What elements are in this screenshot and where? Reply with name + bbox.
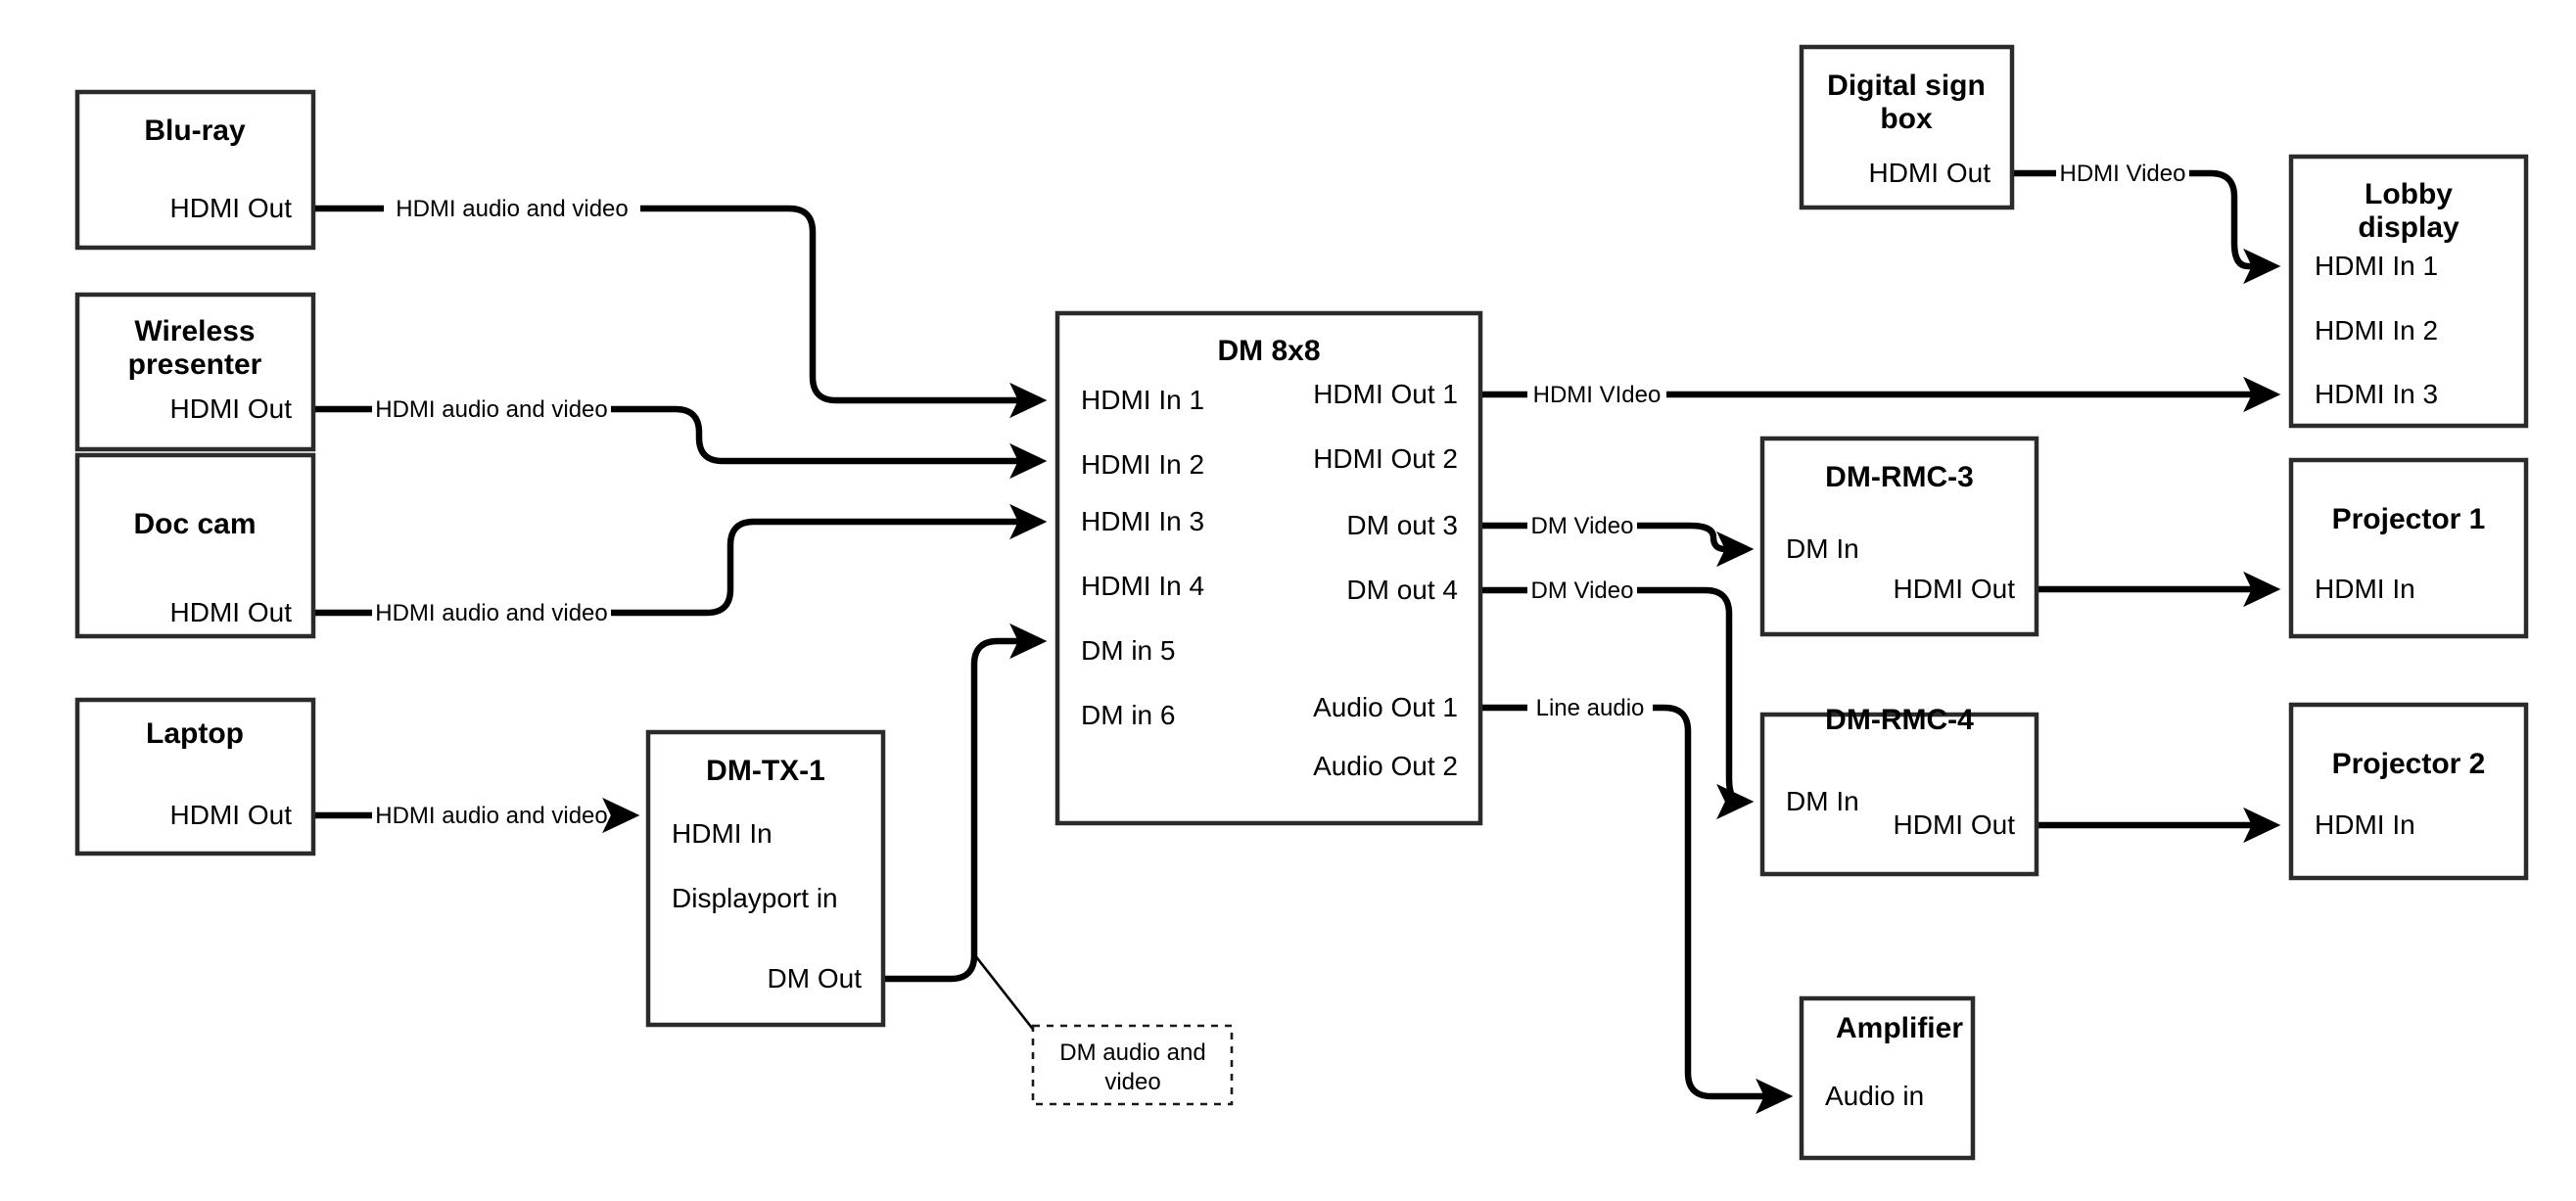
link-label-dmout3-to-rmc3: DM Video — [1531, 513, 1634, 539]
callout-text-line2: video — [1104, 1069, 1160, 1095]
wire-dm8x8-out3-to-rmc3-b — [1637, 522, 1755, 568]
node-digital-sign-box-box[interactable] — [1799, 44, 2015, 210]
node-dm-8x8-output-hdmi-out-2: HDMI Out 2 — [1313, 443, 1458, 474]
node-dm-rmc-4-port-hdmi-out: HDMI Out — [1894, 809, 2016, 840]
node-projector-2-box[interactable] — [2288, 702, 2529, 881]
node-dm-tx-1-port-hdmi-in: HDMI In — [672, 818, 773, 849]
wire-signbox-to-lobby-in1-b — [2189, 169, 2281, 285]
node-lobby-display-title-line1: Lobby — [2365, 178, 2453, 210]
node-dm-rmc-3-box[interactable] — [1759, 436, 2039, 637]
callout-box — [1031, 1024, 1234, 1106]
node-lobby-display-box[interactable] — [2288, 154, 2529, 429]
node-dm-rmc-4-port-dm-in: DM In — [1786, 786, 1859, 816]
node-doc-cam-port-hdmi-out: HDMI Out — [170, 597, 293, 627]
node-wireless-presenter-port-hdmi-out: HDMI Out — [170, 393, 293, 424]
callout-text-line1: DM audio and — [1059, 1039, 1205, 1066]
node-wireless-presenter-title-line1: Wireless — [134, 315, 255, 347]
node-dm-rmc-3-port-hdmi-out: HDMI Out — [1894, 574, 2016, 604]
wire-dm8x8-out4-to-rmc4-b — [1637, 586, 1755, 820]
link-label-doccam-to-in3: HDMI audio and video — [375, 600, 607, 626]
node-dm-8x8-input-hdmi-in-3: HDMI In 3 — [1081, 506, 1204, 536]
node-digital-sign-box-title-line2: box — [1880, 103, 1933, 135]
node-amplifier-port-audio-in: Audio in — [1825, 1081, 1924, 1111]
node-lobby-display-port-hdmi-in-2: HDMI In 2 — [2315, 315, 2438, 346]
node-dm-tx-1-title: DM-TX-1 — [706, 755, 825, 787]
node-bluray[interactable]: Blu-ray HDMI Out — [74, 89, 316, 251]
node-doc-cam[interactable]: Doc cam HDMI Out — [74, 452, 316, 639]
node-doc-cam-box[interactable] — [74, 452, 316, 639]
link-label-hdmiout1-to-lobby3: HDMI VIdeo — [1533, 382, 1662, 408]
node-projector-1-box[interactable] — [2288, 457, 2529, 639]
callout-dm-audio-and-video: DM audio and video — [1031, 1024, 1234, 1106]
wire-wireless-to-dm8x8-in2-b — [611, 405, 1048, 480]
node-dm-8x8-output-audio-out-1: Audio Out 1 — [1313, 692, 1458, 722]
node-amplifier-title: Amplifier — [1836, 1012, 1963, 1044]
node-laptop[interactable]: Laptop HDMI Out — [74, 697, 316, 856]
node-dm-tx-1-port-dm-out: DM Out — [768, 963, 863, 993]
node-wireless-presenter-title-line2: presenter — [128, 348, 262, 381]
link-label-wireless-to-in2: HDMI audio and video — [375, 396, 607, 423]
node-projector-1-port-hdmi-in: HDMI In — [2315, 574, 2415, 604]
node-projector-2[interactable]: Projector 2 HDMI In — [2288, 702, 2529, 881]
node-lobby-display-title-line2: display — [2358, 211, 2459, 244]
node-dm-rmc-4-title: DM-RMC-4 — [1825, 704, 1974, 736]
node-digital-sign-box[interactable]: Digital sign box HDMI Out — [1799, 44, 2015, 210]
node-projector-2-port-hdmi-in: HDMI In — [2315, 809, 2415, 840]
node-dm-8x8-input-hdmi-in-4: HDMI In 4 — [1081, 571, 1204, 601]
wire-bluray-to-dm8x8-in1-b — [640, 205, 1048, 419]
node-laptop-box[interactable] — [74, 697, 316, 856]
node-bluray-title: Blu-ray — [144, 115, 246, 147]
node-dm-8x8[interactable]: DM 8x8 HDMI In 1 HDMI In 2 HDMI In 3 HDM… — [1054, 310, 1483, 826]
node-dm-rmc-3-title: DM-RMC-3 — [1825, 461, 1974, 493]
link-label-laptop-to-dmtx1: HDMI audio and video — [375, 803, 607, 829]
node-doc-cam-title: Doc cam — [133, 508, 256, 540]
node-projector-1-title: Projector 1 — [2332, 503, 2486, 535]
node-lobby-display-port-hdmi-in-1: HDMI In 1 — [2315, 251, 2438, 281]
link-label-audioout1-to-amp: Line audio — [1536, 695, 1645, 721]
node-dm-tx-1[interactable]: DM-TX-1 HDMI In Displayport in DM Out — [645, 729, 886, 1028]
node-dm-8x8-input-dm-in-5: DM in 5 — [1081, 635, 1175, 666]
node-dm-rmc-3-port-dm-in: DM In — [1786, 533, 1859, 564]
node-projector-2-title: Projector 2 — [2332, 748, 2486, 780]
link-label-dmout4-to-rmc4: DM Video — [1531, 577, 1634, 604]
node-dm-8x8-input-hdmi-in-2: HDMI In 2 — [1081, 449, 1204, 480]
node-amplifier-box[interactable] — [1799, 995, 1976, 1161]
node-dm-rmc-3[interactable]: DM-RMC-3 DM In HDMI Out — [1759, 436, 2039, 637]
node-laptop-title: Laptop — [146, 717, 244, 750]
node-bluray-box[interactable] — [74, 89, 316, 251]
node-dm-rmc-4-box[interactable] — [1759, 712, 2039, 877]
node-dm-8x8-output-dm-out-3: DM out 3 — [1346, 510, 1458, 540]
node-wireless-presenter[interactable]: Wireless presenter HDMI Out — [74, 292, 316, 452]
link-label-sign-to-lobby: HDMI Video — [2060, 161, 2186, 187]
node-digital-sign-box-title-line1: Digital sign — [1827, 69, 1986, 102]
node-lobby-display[interactable]: Lobby display HDMI In 1 HDMI In 2 HDMI I… — [2288, 154, 2529, 429]
wire-dmtx1-to-dm8x8-in5 — [883, 623, 1048, 983]
node-dm-8x8-box[interactable] — [1054, 310, 1483, 826]
node-laptop-port-hdmi-out: HDMI Out — [170, 800, 293, 830]
node-wireless-presenter-box[interactable] — [74, 292, 316, 452]
node-lobby-display-port-hdmi-in-3: HDMI In 3 — [2315, 379, 2438, 409]
node-digital-sign-box-port-hdmi-out: HDMI Out — [1869, 158, 1991, 188]
node-projector-1[interactable]: Projector 1 HDMI In — [2288, 457, 2529, 639]
node-amplifier[interactable]: Amplifier Audio in — [1799, 995, 1976, 1161]
node-dm-8x8-input-dm-in-6: DM in 6 — [1081, 700, 1175, 730]
wire-dm8x8-audioout1-to-amp-b — [1653, 704, 1794, 1115]
node-bluray-port-hdmi-out: HDMI Out — [170, 193, 293, 223]
link-label-bluray-to-in1: HDMI audio and video — [396, 196, 628, 222]
wire-doccam-to-dm8x8-in3-b — [611, 503, 1048, 617]
node-dm-tx-1-port-displayport-in: Displayport in — [672, 883, 838, 913]
node-dm-8x8-output-audio-out-2: Audio Out 2 — [1313, 751, 1458, 781]
node-dm-rmc-4[interactable]: DM-RMC-4 DM In HDMI Out — [1759, 704, 2039, 877]
node-dm-8x8-title: DM 8x8 — [1217, 335, 1320, 367]
node-dm-8x8-output-hdmi-out-1: HDMI Out 1 — [1313, 379, 1458, 409]
node-dm-8x8-input-hdmi-in-1: HDMI In 1 — [1081, 385, 1204, 415]
node-dm-tx-1-box[interactable] — [645, 729, 886, 1028]
node-dm-8x8-output-dm-out-4: DM out 4 — [1346, 575, 1458, 605]
